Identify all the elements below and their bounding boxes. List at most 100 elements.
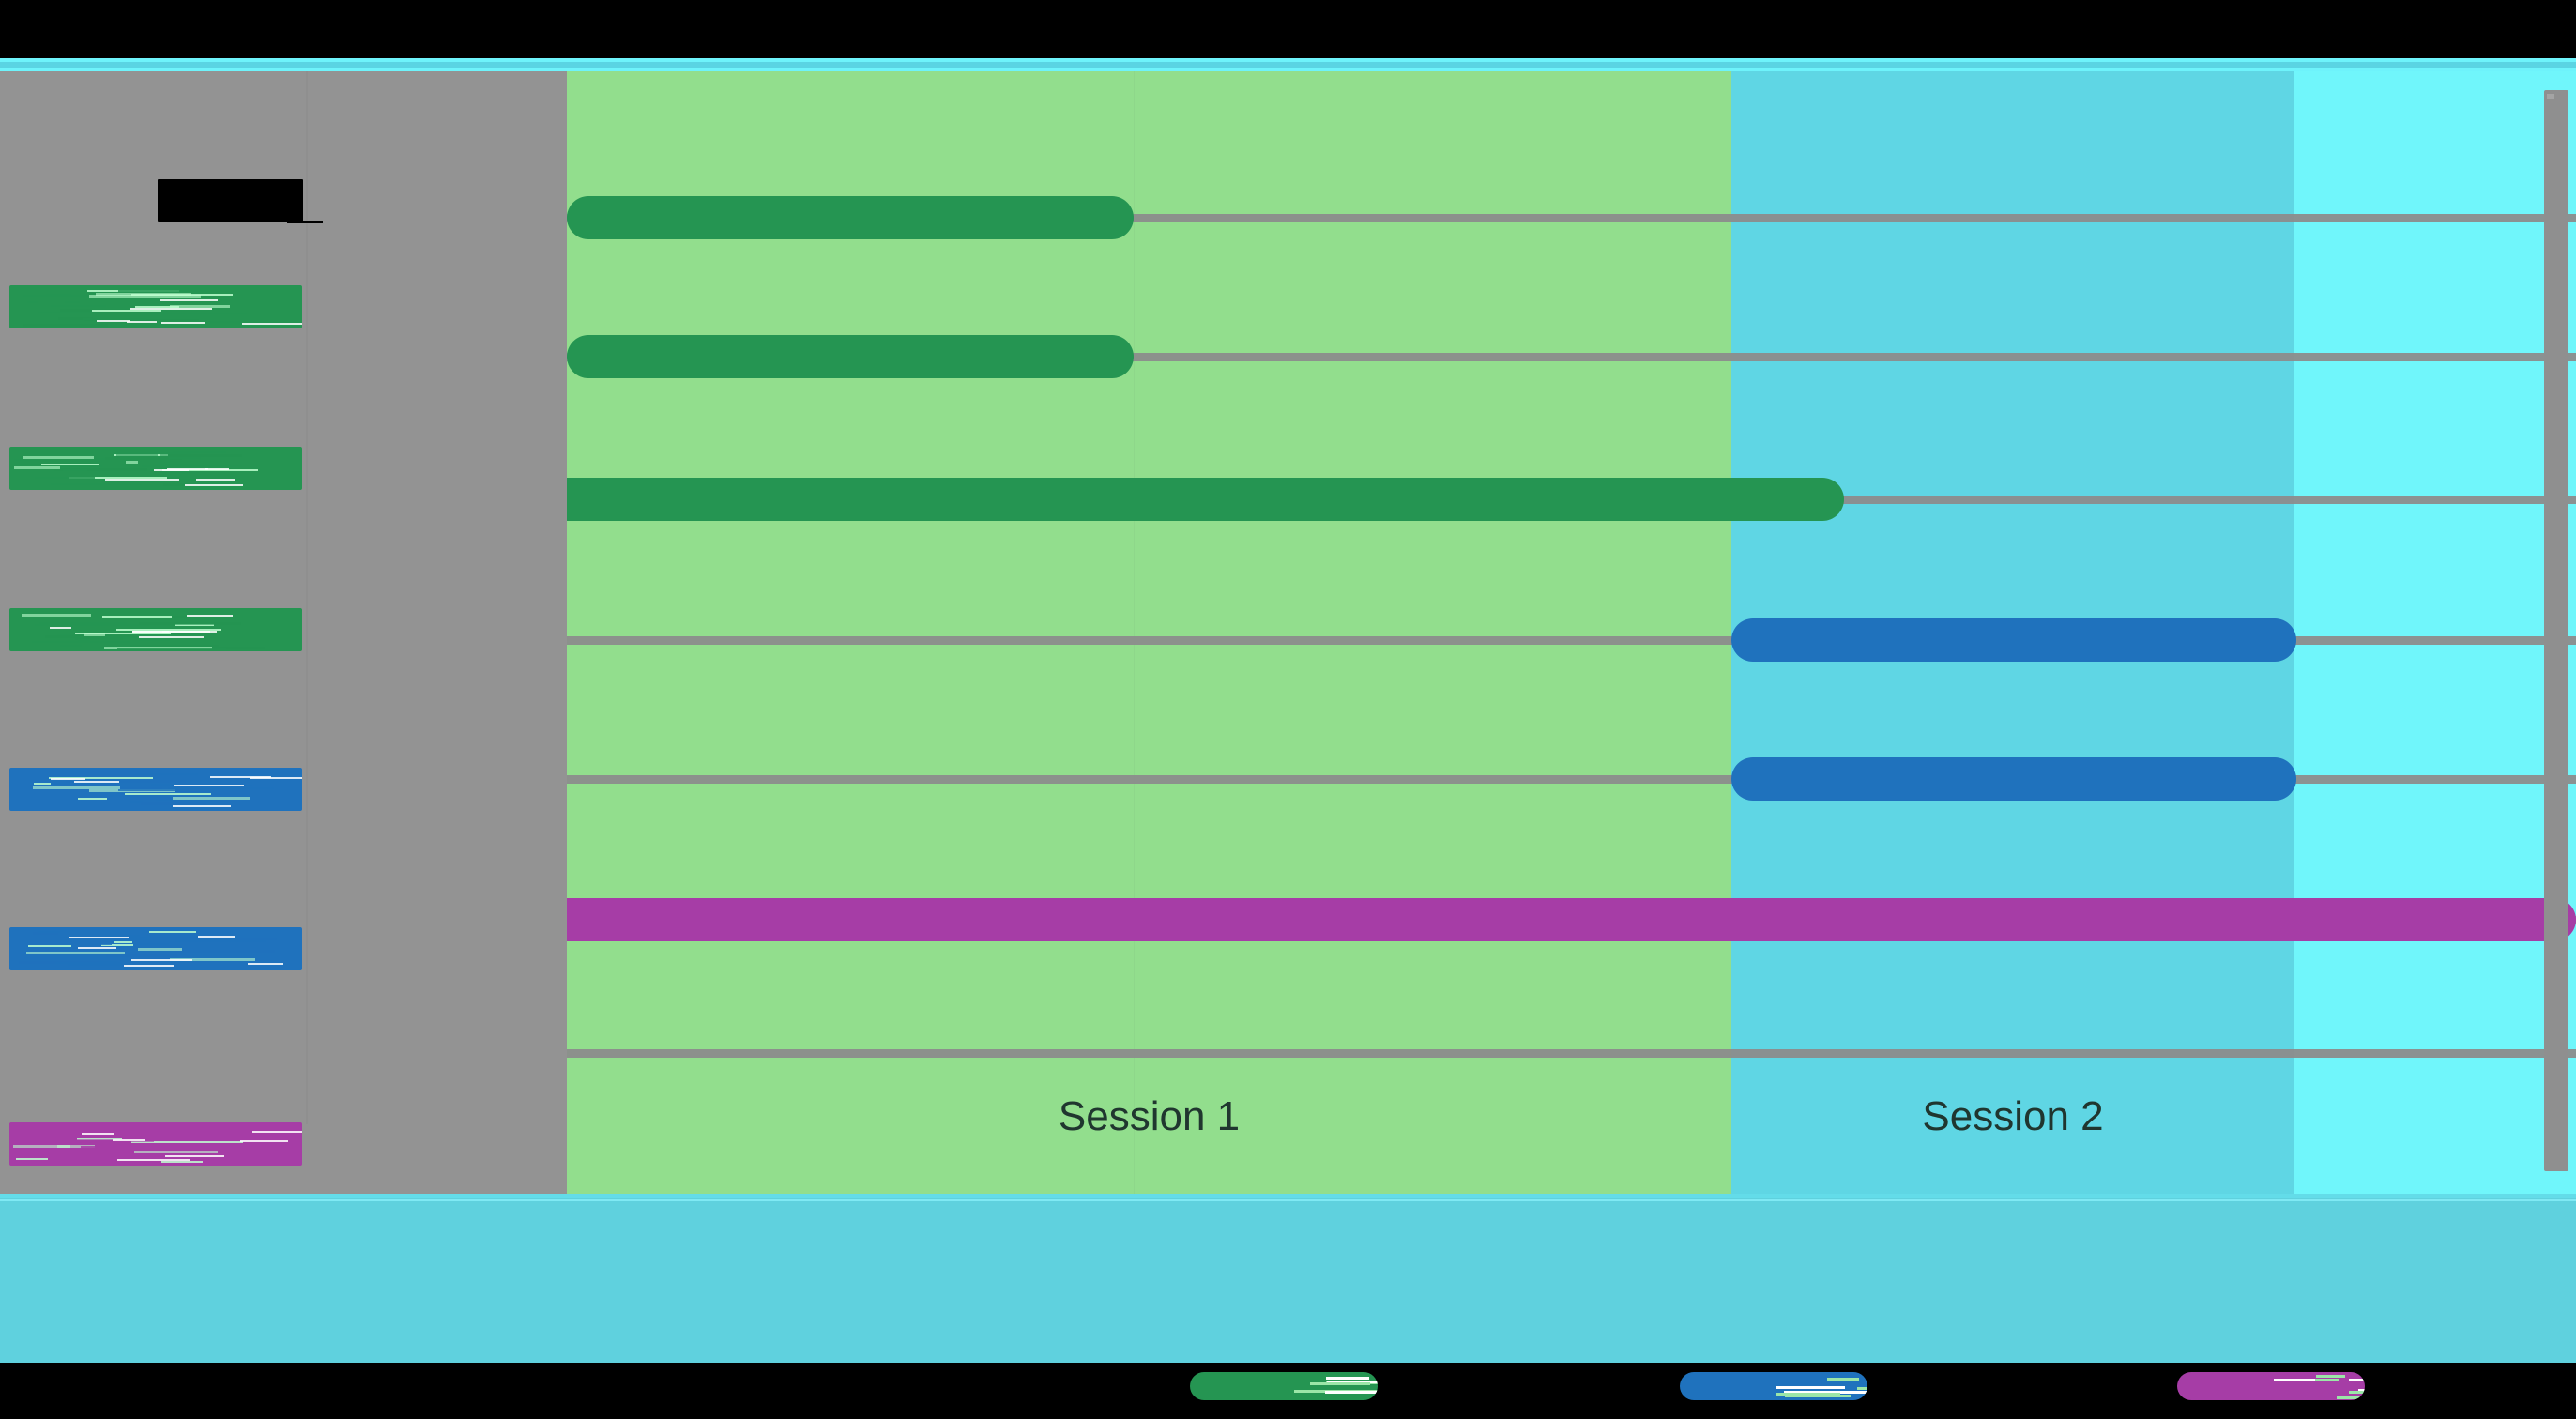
chart-title-redacted — [158, 179, 303, 222]
redaction-streak — [242, 323, 302, 325]
redaction-streak — [84, 633, 105, 636]
redaction-streak — [35, 477, 95, 479]
accent-rule-inner — [0, 62, 2576, 68]
redaction-streak — [105, 479, 179, 481]
legend-swatch — [1680, 1372, 1867, 1400]
redaction-streak — [160, 299, 218, 301]
redaction-streak — [78, 947, 116, 949]
redaction-streak — [63, 469, 87, 471]
redaction-streak — [27, 301, 39, 303]
redaction-streak — [26, 952, 126, 954]
redaction-streak — [2274, 1379, 2315, 1381]
row-label-chip[interactable] — [9, 608, 302, 651]
redaction-streak — [1776, 1386, 1845, 1389]
redaction-streak — [250, 777, 302, 779]
redaction-streak — [126, 461, 138, 464]
chart-legend — [0, 1363, 2576, 1419]
redaction-streak — [161, 1161, 204, 1163]
redaction-streak — [78, 639, 90, 641]
redaction-streak — [116, 454, 158, 457]
redaction-streak — [139, 636, 203, 638]
footer-edge-highlight — [0, 1194, 2576, 1198]
footer-panel — [0, 1194, 2576, 1363]
gantt-bar[interactable] — [567, 196, 1134, 239]
row-label-chip[interactable] — [9, 285, 302, 328]
redaction-streak — [15, 1139, 66, 1141]
session-1-caption: Session 1 — [567, 1040, 1731, 1194]
row-label-chip[interactable] — [9, 1122, 302, 1166]
redaction-streak — [175, 950, 275, 953]
legend-swatch — [2177, 1372, 2365, 1400]
redaction-streak — [78, 798, 108, 800]
redaction-streak — [173, 805, 232, 807]
redaction-streak — [134, 1151, 219, 1153]
gantt-bar[interactable] — [1731, 757, 2296, 801]
gantt-bar[interactable] — [1731, 618, 2296, 662]
redaction-streak — [82, 1133, 114, 1135]
redaction-streak — [106, 954, 177, 957]
redaction-streak — [23, 1133, 38, 1135]
redaction-streak — [14, 459, 53, 461]
redaction-streak — [114, 941, 132, 943]
redaction-streak — [69, 937, 129, 938]
redaction-streak — [131, 959, 192, 961]
gantt-chart: Session 1 Session 2 — [0, 71, 2576, 1194]
redaction-streak — [134, 1137, 237, 1140]
redaction-streak — [248, 963, 284, 965]
redaction-streak — [2337, 1396, 2365, 1399]
vertical-scrollbar-thumb-cap[interactable] — [2547, 94, 2554, 99]
redaction-streak — [113, 1139, 145, 1141]
vertical-scrollbar[interactable] — [2544, 90, 2568, 1171]
redaction-streak — [196, 479, 235, 481]
redaction-streak — [142, 465, 242, 467]
session-band-3 — [2294, 71, 2576, 1194]
redaction-streak — [2316, 1375, 2345, 1378]
redaction-streak — [135, 306, 179, 308]
redaction-streak — [187, 615, 233, 617]
footer-edge-hairline — [0, 1199, 2576, 1201]
redaction-streak — [169, 457, 202, 459]
redaction-streak — [154, 469, 189, 471]
redaction-streak — [1325, 1391, 1378, 1394]
redaction-streak — [160, 454, 242, 457]
redaction-streak — [15, 1160, 36, 1163]
redaction-streak — [146, 313, 247, 314]
redaction-streak — [74, 781, 120, 783]
redaction-streak — [118, 789, 189, 791]
gantt-bar[interactable] — [306, 898, 2576, 941]
redaction-streak — [252, 1131, 302, 1133]
redaction-streak — [118, 290, 206, 292]
gantt-bar[interactable] — [371, 478, 1844, 521]
row-label-chip[interactable] — [9, 447, 302, 490]
redaction-streak — [65, 301, 80, 303]
redaction-streak — [2349, 1391, 2365, 1394]
row-label-chip[interactable] — [9, 768, 302, 811]
row-label-chip[interactable] — [9, 927, 302, 970]
redaction-streak — [139, 622, 241, 625]
session-band-1: Session 1 — [567, 71, 1731, 1194]
session-band-1-divider — [1134, 71, 1135, 1194]
redaction-streak — [175, 940, 266, 942]
redaction-streak — [1776, 1393, 1840, 1396]
redaction-streak — [139, 639, 170, 641]
redaction-streak — [138, 948, 182, 951]
redaction-streak — [60, 645, 82, 647]
redaction-streak — [1827, 1378, 1859, 1381]
chart-title-underline — [287, 221, 323, 223]
redaction-streak — [144, 1145, 251, 1147]
redaction-streak — [22, 614, 91, 617]
redaction-streak — [80, 1148, 99, 1150]
redaction-streak — [124, 965, 174, 967]
redaction-streak — [89, 295, 201, 298]
redaction-streak — [149, 931, 196, 933]
redaction-streak — [50, 627, 70, 629]
redaction-streak — [23, 456, 94, 459]
sidebar-divider — [306, 71, 308, 1124]
redaction-streak — [162, 472, 197, 474]
redaction-streak — [1310, 1382, 1370, 1385]
redaction-streak — [117, 1159, 190, 1161]
redaction-streak — [2349, 1379, 2365, 1381]
redaction-streak — [51, 483, 142, 485]
gantt-bar[interactable] — [567, 335, 1134, 378]
redaction-streak — [165, 1155, 224, 1157]
